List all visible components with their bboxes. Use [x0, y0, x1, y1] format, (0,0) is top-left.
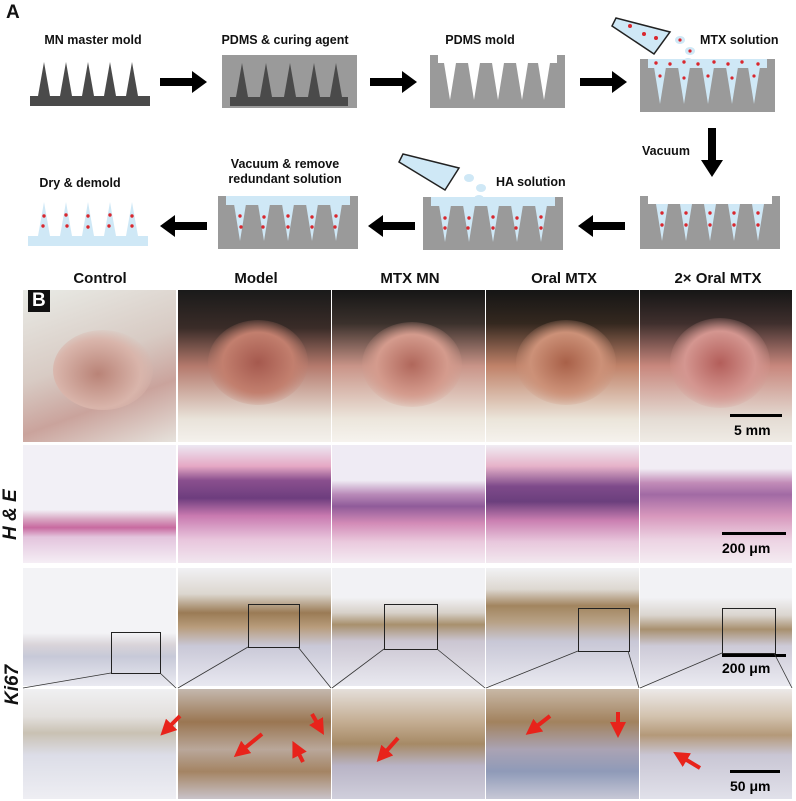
ear-shape	[208, 320, 308, 405]
col-header-control: Control	[73, 270, 127, 287]
zoom-box	[578, 608, 630, 652]
photo-control	[23, 290, 176, 442]
he-2x-oral-mtx	[640, 445, 792, 563]
red-arrow	[292, 740, 307, 763]
zoom-box	[384, 604, 438, 650]
mtx-solution-drawing	[611, 17, 775, 112]
ki67-zoom-2x-oral-mtx	[640, 689, 792, 799]
he-mtx-mn	[332, 445, 485, 563]
step-caption-vacuum-remove: Vacuum & remove redundant solution	[210, 157, 360, 187]
ki67-oral-mtx	[486, 568, 639, 686]
flow-arrow-7	[578, 215, 625, 237]
vacuum-drawing	[640, 196, 780, 249]
step-caption-master-mold: MN master mold	[44, 33, 142, 47]
flow-arrow-1	[160, 71, 207, 93]
flow-arrow-6	[368, 215, 415, 237]
panel-b-label: B	[28, 290, 50, 312]
red-arrow	[160, 714, 182, 736]
he-oral-mtx	[486, 445, 639, 563]
photo-oral-mtx	[486, 290, 639, 442]
step-caption-pdms-mold: PDMS mold	[445, 33, 515, 47]
ki67-control	[23, 568, 176, 686]
step-caption-ha-solution: HA solution	[496, 175, 566, 189]
step-caption-mtx-solution: MTX solution	[700, 33, 779, 47]
ear-shape	[516, 320, 616, 405]
red-arrow	[309, 713, 324, 735]
scale-label-50um: 50 μm	[730, 778, 771, 794]
ki67-zoom-control	[23, 689, 176, 799]
dry-demold-drawing	[28, 202, 148, 246]
red-arrow	[673, 751, 702, 770]
flow-arrow-3	[580, 71, 627, 93]
caption-line-1: Vacuum & remove	[230, 157, 340, 171]
red-arrow	[376, 736, 400, 762]
scale-bar-200um-c	[722, 532, 786, 535]
zoom-box	[248, 604, 300, 648]
caption-line-2: redundant solution	[228, 172, 342, 186]
step-caption-pdms: PDMS & curing agent	[221, 33, 349, 47]
zoom-box	[722, 608, 776, 654]
red-arrow	[233, 732, 264, 758]
he-control	[23, 445, 176, 563]
ki67-model	[178, 568, 331, 686]
flow-arrow-5	[160, 215, 207, 237]
col-header-oral-mtx: Oral MTX	[531, 270, 597, 287]
zoom-box	[111, 632, 161, 674]
scale-bar-200um-d	[722, 654, 786, 657]
step-caption-vacuum: Vacuum	[642, 144, 690, 158]
photo-model	[178, 290, 331, 442]
ha-solution-drawing	[398, 153, 563, 250]
he-model	[178, 445, 331, 563]
red-arrow	[525, 714, 552, 735]
flow-arrow-2	[370, 71, 417, 93]
master-mold-drawing	[30, 62, 150, 106]
scale-bar-50um	[730, 770, 780, 773]
ki67-zoom-mtx-mn	[332, 689, 485, 799]
ki67-mtx-mn	[332, 568, 485, 686]
step-caption-dry-demold: Dry & demold	[39, 176, 121, 190]
flow-arrow-down	[701, 128, 723, 177]
ear-shape	[53, 330, 153, 410]
ear-shape	[362, 322, 462, 407]
col-header-model: Model	[234, 270, 278, 287]
pdms-curing-drawing	[222, 55, 357, 108]
photo-mtx-mn	[332, 290, 485, 442]
ki67-zoom-oral-mtx	[486, 689, 639, 799]
scale-label-200um-d: 200 μm	[722, 660, 771, 676]
col-header-mtx-mn: MTX MN	[380, 270, 440, 287]
ear-shape	[670, 318, 770, 408]
pdms-mold-drawing	[430, 55, 565, 108]
scale-bar-5mm	[730, 414, 782, 417]
ki67-2x-oral-mtx	[640, 568, 792, 686]
vacuum-remove-drawing	[218, 196, 358, 249]
scale-label-5mm: 5 mm	[734, 422, 771, 438]
scale-label-200um-c: 200 μm	[722, 540, 771, 556]
col-header-2x-oral-mtx: 2× Oral MTX	[674, 270, 762, 287]
panel-a-label: A	[6, 2, 20, 23]
